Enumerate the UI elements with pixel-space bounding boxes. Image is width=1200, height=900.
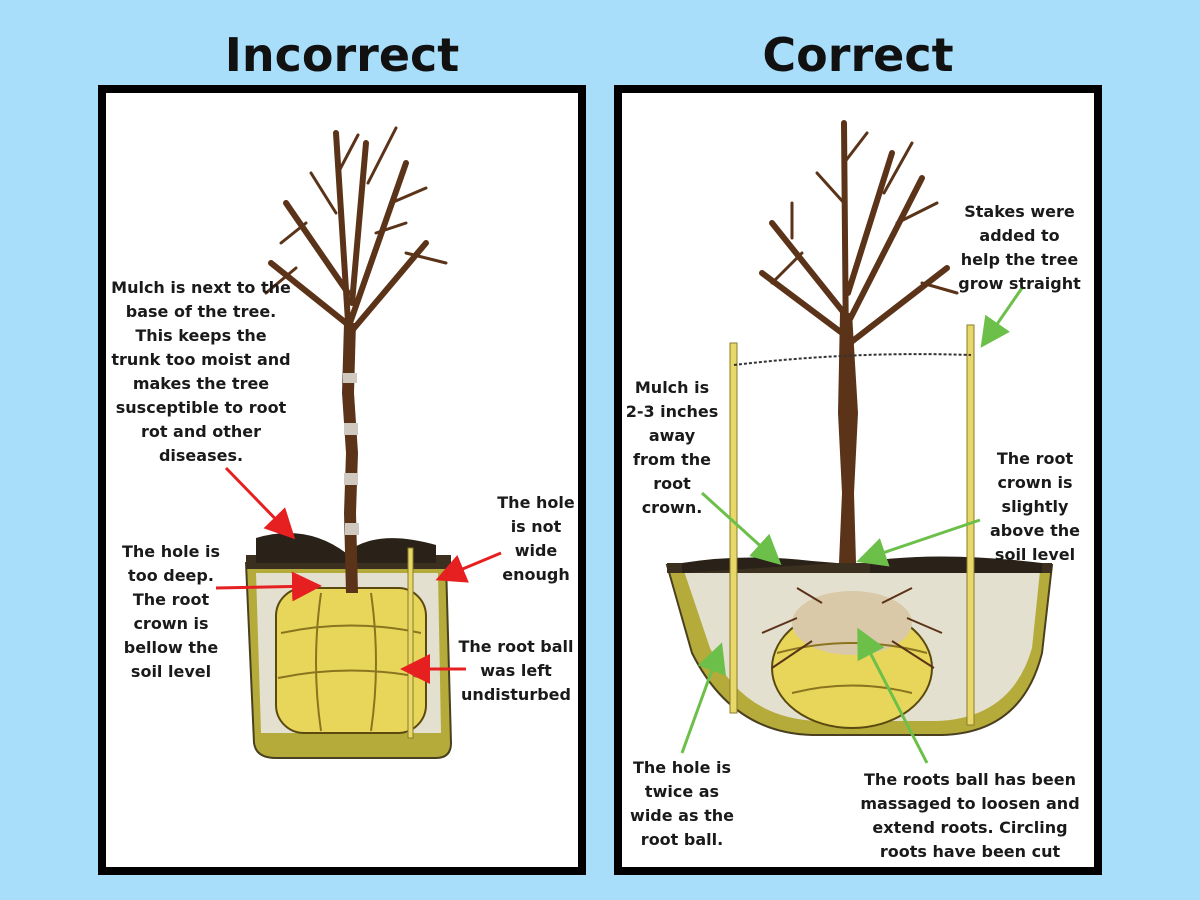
correct-illustration	[665, 120, 1054, 764]
arrow-hole-twice	[680, 642, 726, 754]
incorrect-heading: Incorrect	[224, 28, 460, 82]
stake-left	[729, 342, 738, 714]
arrow-hole-wide	[435, 551, 502, 583]
arrow-stakes	[980, 287, 1024, 348]
arrow-hole-deep	[215, 571, 322, 602]
arrow-mulch	[224, 466, 296, 540]
tie-wire	[733, 353, 972, 366]
correct-heading: Correct	[762, 28, 954, 82]
incorrect-root-ball	[275, 587, 427, 734]
incorrect-mulch	[256, 533, 436, 563]
incorrect-illustration	[215, 126, 502, 759]
correct-trunk	[838, 313, 858, 563]
arrow-mulch-correct	[700, 491, 782, 566]
incorrect-branches	[264, 126, 448, 356]
arrow-roots-ball	[857, 627, 929, 764]
correct-branches	[759, 120, 959, 356]
arrow-root-crown	[856, 518, 981, 567]
trunk-wrap	[343, 373, 357, 383]
